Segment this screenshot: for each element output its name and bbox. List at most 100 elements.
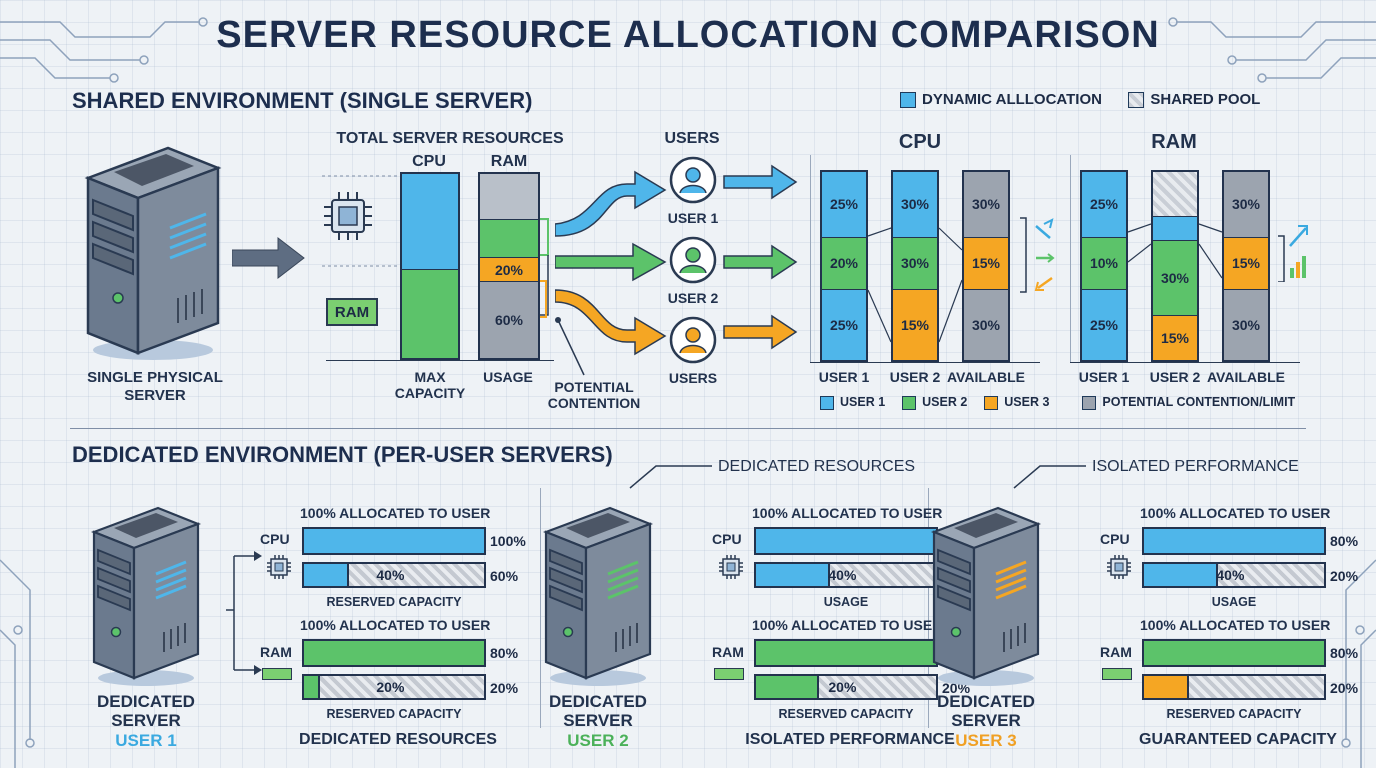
ram-allocation-title: 100% ALLOCATED TO USER [1140, 617, 1331, 633]
cpu-chip-icon [324, 192, 372, 240]
legend-shared-swatch [1128, 92, 1145, 109]
ram-usage-fill [304, 676, 321, 698]
cpu_chart-segment-value: 30% [971, 196, 1001, 213]
cpu_chart-column-1: 30% 30% 15% [891, 170, 939, 362]
ram_chart-column-2-segment: 15% [1224, 237, 1268, 291]
dedicated-server-label-line2: SERVER [951, 711, 1021, 730]
cpu-usage-bar: 40% [302, 562, 486, 588]
ram-usage-bar: 20% [754, 674, 938, 700]
user-3-avatar-icon [669, 316, 717, 364]
cpu_chart-column-2-segment: 15% [964, 237, 1008, 291]
ram-chip-label: RAM [334, 303, 370, 321]
arrows-users-to-charts [723, 164, 798, 350]
ram_chart-segment-value: 10% [1089, 255, 1119, 272]
cpu-capacity-pct: 80% [1330, 533, 1359, 549]
cpu-allocation-title: 100% ALLOCATED TO USER [752, 505, 943, 521]
usage-low-pct: 60% [494, 312, 524, 328]
single-server-label: SINGLE PHYSICAL SERVER [87, 369, 223, 404]
cpu-capacity-bar [754, 527, 938, 555]
cpu_chart-segment-value: 30% [900, 196, 930, 213]
shared-heading: SHARED ENVIRONMENT (SINGLE SERVER) [72, 88, 533, 113]
ram_chart-column-1-segment [1153, 172, 1197, 218]
cpu-sub-label: USAGE [1211, 595, 1257, 609]
single-physical-server-icon [84, 146, 222, 360]
ram_chart-column-label: AVAILABLE [1206, 369, 1286, 385]
cpu-usage-fill [756, 564, 830, 586]
usage-bar: 20% 60% [478, 172, 540, 360]
dedicated-user-label: USER 3 [955, 731, 1017, 750]
ram_chart-segment-value: 25% [1089, 196, 1119, 213]
ram-capacity-segment [402, 269, 458, 358]
usage-user1-segment [480, 220, 538, 258]
cpu_chart-column-1-segment: 15% [893, 290, 937, 360]
ram_chart-segment-value: 30% [1231, 196, 1261, 213]
cpu-usage-bar: 40% [754, 562, 938, 588]
max-capacity-label: MAX CAPACITY [394, 369, 466, 401]
dedicated-heading: DEDICATED ENVIRONMENT (PER-USER SERVERS) [72, 442, 613, 467]
ram_chart-column-0-segment: 10% [1082, 237, 1126, 291]
dedicated-user-label: USER 1 [115, 731, 177, 750]
contention-label: POTENTIAL CONTENTION [547, 379, 641, 411]
ram_chart-column-1-segment: 15% [1153, 315, 1197, 360]
flow-arrows-to-users [555, 170, 667, 356]
cpu-mini-chip-icon [267, 555, 291, 579]
circuit-decoration-bottom-left [0, 559, 35, 768]
cpu-allocation-title: 100% ALLOCATED TO USER [300, 505, 491, 521]
circuit-decoration-left [0, 17, 208, 83]
ram-mini-chip-icon [262, 668, 292, 680]
circuit-decoration-bottom-right [1341, 559, 1376, 768]
ram-usage-fill [1144, 676, 1190, 698]
panel-divider-1 [540, 488, 541, 728]
ram_chart-column-2-segment: 30% [1224, 172, 1268, 238]
ram-capacity-bar [1142, 639, 1326, 667]
usage-mid-pct: 20% [494, 261, 524, 278]
ram_chart-segment-value: 15% [1231, 255, 1261, 272]
ram-label: RAM [712, 644, 744, 660]
callout-isolated-performance: ISOLATED PERFORMANCE [1092, 458, 1299, 475]
ram-usage-text: 20% [376, 679, 405, 695]
ram-allocation-title: 100% ALLOCATED TO USER [752, 617, 943, 633]
user-1-avatar-icon [669, 156, 717, 204]
ram-mini-chip-icon [714, 668, 744, 680]
ram-chart-left-axis [1070, 155, 1071, 362]
ram_chart-column-2: 30%15%30% [1222, 170, 1270, 362]
circuit-decoration-right [1168, 17, 1376, 83]
cpu_chart-segment-value: 20% [829, 255, 859, 272]
ram-sub-label: RESERVED CAPACITY [778, 707, 914, 721]
ram-usage-pct: 20% [490, 680, 519, 696]
legend-dynamic-swatch [900, 92, 916, 109]
cpu_chart-column-0: 25%20%25% [820, 170, 868, 362]
ram_chart-column-1-segment: 30% [1153, 240, 1197, 316]
cpu_chart-column-0-segment: 20% [822, 237, 866, 291]
ram-usage-pct: 20% [1330, 680, 1359, 696]
user-2-label: USER 2 [667, 290, 719, 306]
ram_chart-column-0-segment: 25% [1082, 290, 1126, 360]
ram-capacity-bar [754, 639, 938, 667]
ram_chart-column-1-segment [1153, 217, 1197, 241]
cpu_chart-column-1-segment: 30% [893, 237, 937, 291]
usage-low-segment: 60% [480, 282, 538, 358]
ram_chart-segment-value: 25% [1089, 317, 1119, 334]
ram-sub-label: RESERVED CAPACITY [326, 707, 462, 721]
ram-label: RAM [1100, 644, 1132, 660]
callout-line-dedicated [629, 465, 712, 489]
ram_chart-column-0: 25% 10% 25% [1080, 170, 1128, 362]
dedicated-server-icon [542, 506, 654, 686]
cpu_chart-segment-value: 15% [971, 255, 1001, 272]
cpu-capacity-pct: 100% [490, 533, 526, 549]
ram_chart-column-0-segment: 25% [1082, 172, 1126, 238]
bottom-legend: USER 1 USER 2 USER 3 POTENTIAL CONTENTIO… [820, 395, 1295, 410]
cpu_chart-segment-value: 30% [971, 317, 1001, 334]
cpu_chart-segment-value: 30% [900, 255, 930, 272]
dedicated-server-icon [930, 506, 1042, 686]
baseline [326, 360, 554, 361]
ram-usage-bar [1142, 674, 1326, 700]
cpu-usage-text: 40% [376, 567, 405, 583]
cpu-chart-left-axis [810, 155, 811, 362]
cpu-usage-bar: 40% [1142, 562, 1326, 588]
legend-contention-label: POTENTIAL CONTENTION/LIMIT [1102, 395, 1296, 409]
user-1-label: USER 1 [667, 210, 719, 226]
cpu_chart-column-2: 30% 15% 30% [962, 170, 1010, 362]
cpu-capacity-bar [1142, 527, 1326, 555]
